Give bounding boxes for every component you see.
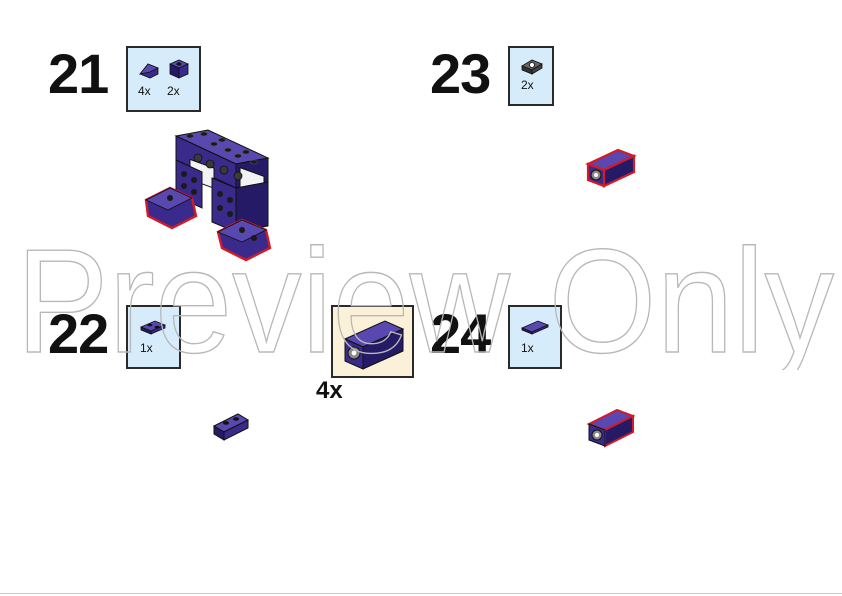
step-24-part-1-qty: 1x	[521, 341, 534, 355]
step-22-part-1-qty: 1x	[140, 341, 153, 355]
step-22-number: 22	[48, 302, 109, 365]
step-24-number: 24	[430, 302, 491, 365]
technic-pin-connector-icon	[521, 59, 543, 75]
step-23-number: 23	[430, 42, 491, 105]
step-21-part-1-qty: 4x	[138, 84, 151, 98]
slope-brick-icon	[139, 63, 159, 79]
subassembly-brick-illustration	[343, 320, 405, 370]
step-21-parts-list: 4x 2x	[126, 46, 201, 112]
step-22-parts-list: 1x	[126, 305, 181, 369]
step-21-part-2-qty: 2x	[167, 84, 180, 98]
step-21-number: 21	[48, 42, 109, 105]
step-24-parts-list: 1x	[508, 305, 562, 369]
step-24-assembly-illustration	[586, 408, 636, 448]
subassembly-multiplier: 4x	[316, 377, 343, 404]
plate-1x2-icon	[139, 320, 167, 335]
bracket-brick-icon	[169, 59, 189, 79]
step-23-assembly-illustration	[585, 148, 637, 188]
tile-1x2-icon	[520, 320, 550, 335]
step-21-assembly-illustration	[144, 129, 272, 262]
step-22-assembly-illustration	[212, 413, 250, 441]
step-22-subassembly-callout	[331, 305, 414, 378]
step-23-part-1-qty: 2x	[521, 78, 534, 92]
step-23-parts-list: 2x	[508, 46, 554, 106]
page-bottom-rule	[0, 593, 842, 594]
